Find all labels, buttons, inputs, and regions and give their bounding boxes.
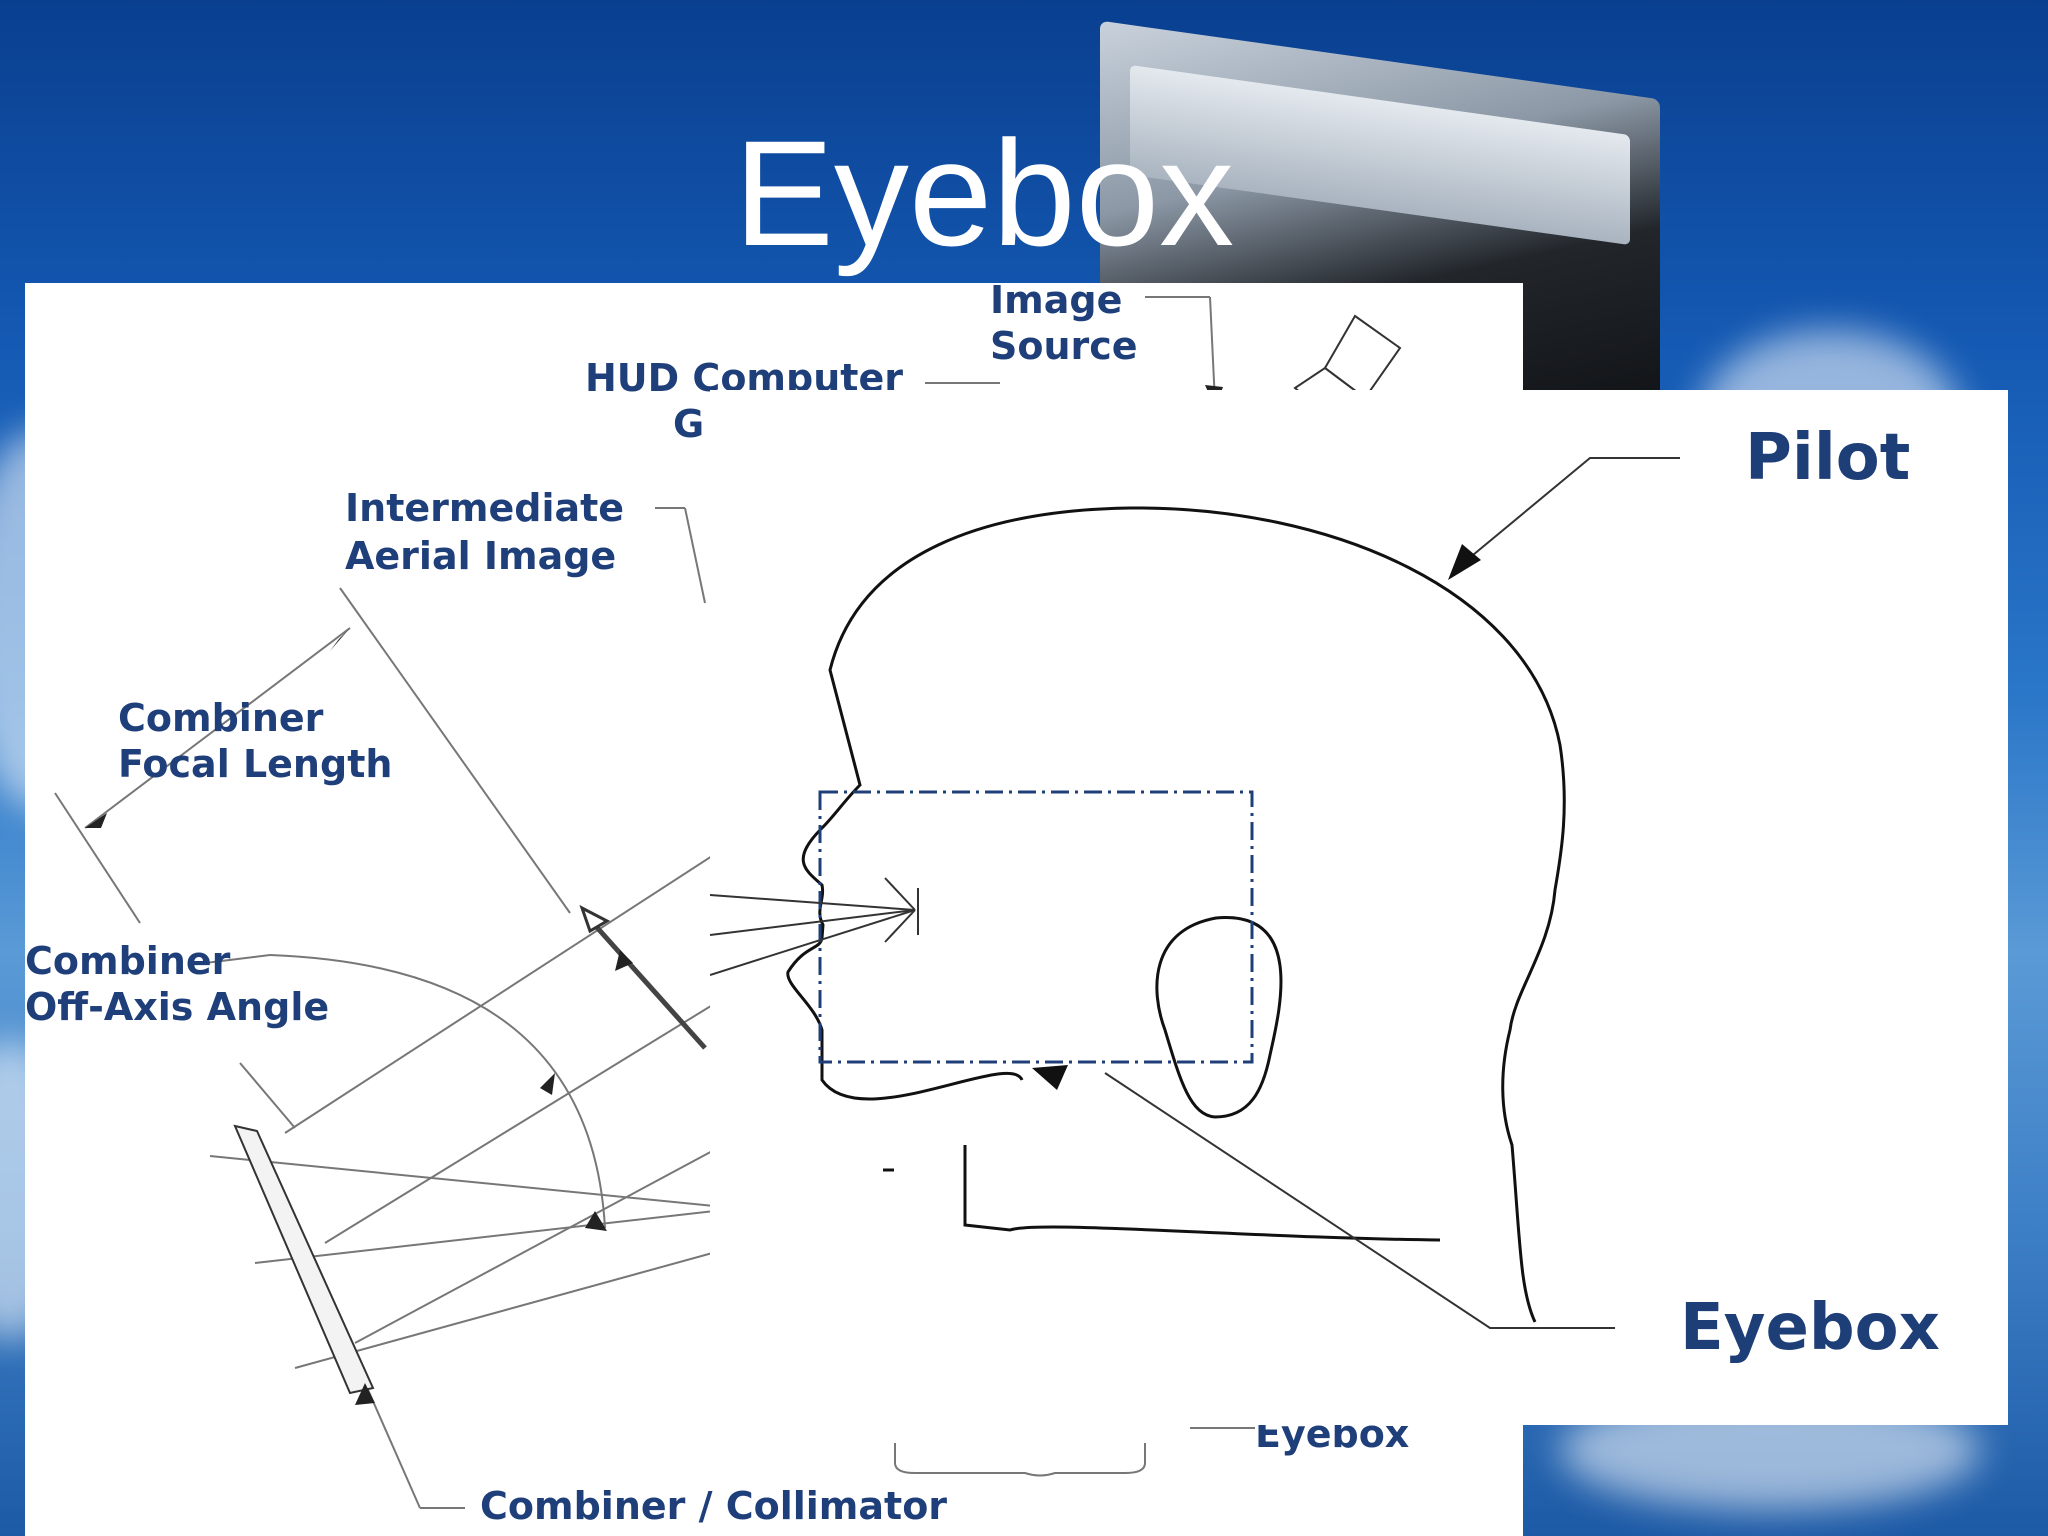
label-image-source-line2: Source — [990, 324, 1138, 368]
label-combiner-collimator: Combiner / Collimator — [480, 1484, 948, 1528]
label-intermediate-aerial-image-line1: Intermediate — [345, 486, 625, 530]
label-combiner-off-axis-angle-line2: Off-Axis Angle — [25, 985, 330, 1029]
label-eyebox: Eyebox — [1680, 1291, 1940, 1365]
label-combiner-focal-length-line1: Combiner — [118, 696, 324, 740]
label-hud-computer-line2: G — [673, 402, 705, 446]
label-combiner-off-axis-angle-line1: Combiner — [25, 939, 231, 983]
label-image-source-line1: Image — [990, 278, 1123, 322]
label-intermediate-aerial-image-line2: Aerial Image — [345, 534, 617, 578]
pilot-eyebox-diagram: Pilot Eyebox — [710, 390, 2008, 1425]
slide-title: Eyebox — [733, 109, 1235, 277]
label-pilot: Pilot — [1745, 421, 1911, 495]
pilot-head-drawing — [710, 457, 1680, 1329]
label-combiner-focal-length-line2: Focal Length — [118, 742, 393, 786]
